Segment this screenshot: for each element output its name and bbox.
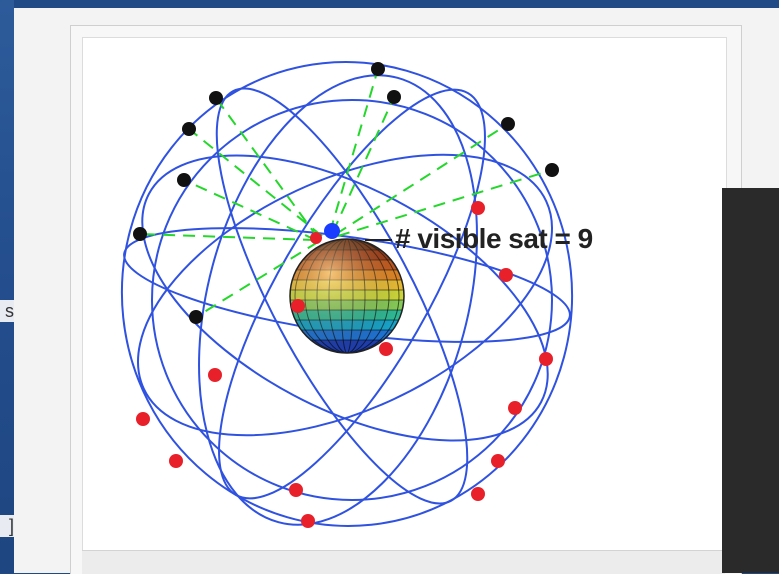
left-edge-strip xyxy=(0,0,14,573)
orbit-ellipse xyxy=(151,99,553,501)
sight-line xyxy=(335,123,509,235)
visible-satellite-dot xyxy=(177,173,191,187)
visible-satellites xyxy=(133,62,559,324)
earth-globe-icon xyxy=(290,239,404,353)
sight-line xyxy=(332,96,395,233)
hidden-satellite-dot xyxy=(471,201,485,215)
orbit-ellipse xyxy=(137,153,553,437)
earth-outline xyxy=(289,238,405,354)
visible-satellite-dot xyxy=(182,122,196,136)
orbit-paths xyxy=(120,61,574,527)
sight-line xyxy=(329,68,379,233)
earth-shading xyxy=(290,239,404,353)
receiver-dot-icon xyxy=(324,223,340,239)
sight-line xyxy=(139,233,316,241)
dark-overlay-panel xyxy=(722,188,779,573)
cropped-text-fragment: ] xyxy=(0,515,14,537)
sight-lines xyxy=(139,68,553,318)
sight-line xyxy=(195,241,319,318)
sight-line xyxy=(215,97,319,239)
hidden-satellite-dot xyxy=(508,401,522,415)
orbit-ellipse xyxy=(141,154,549,442)
visible-satellite-dot xyxy=(209,91,223,105)
hidden-satellite-dot xyxy=(208,368,222,382)
sight-line xyxy=(337,169,553,237)
hidden-satellite-dot xyxy=(301,514,315,528)
hidden-satellite-dot xyxy=(499,268,513,282)
orbit-ellipse xyxy=(215,87,469,505)
hidden-satellite-dot xyxy=(471,487,485,501)
hidden-satellite-dot xyxy=(539,352,553,366)
cropped-text-fragment: s xyxy=(0,300,14,322)
visible-satellite-count-label: # visible sat = 9 xyxy=(395,223,593,254)
caption-area xyxy=(82,550,725,574)
hidden-satellite-dot xyxy=(289,483,303,497)
sight-line xyxy=(188,128,323,237)
visible-satellite-dot xyxy=(133,227,147,241)
visible-satellite-dot xyxy=(371,62,385,76)
visible-satellite-dot xyxy=(189,310,203,324)
hidden-satellites xyxy=(136,201,553,528)
hidden-satellite-dot xyxy=(379,342,393,356)
orbit-ellipse xyxy=(120,61,574,527)
hidden-satellite-dot xyxy=(310,232,322,244)
sight-line xyxy=(183,179,317,241)
visible-satellite-dot xyxy=(545,163,559,177)
hidden-satellite-dot xyxy=(291,299,305,313)
visible-satellite-dot xyxy=(387,90,401,104)
visible-satellite-dot xyxy=(501,117,515,131)
orbit-ellipse xyxy=(198,74,478,526)
hidden-satellite-dot xyxy=(169,454,183,468)
hidden-satellite-dot xyxy=(491,454,505,468)
hidden-satellite-dot xyxy=(136,412,150,426)
